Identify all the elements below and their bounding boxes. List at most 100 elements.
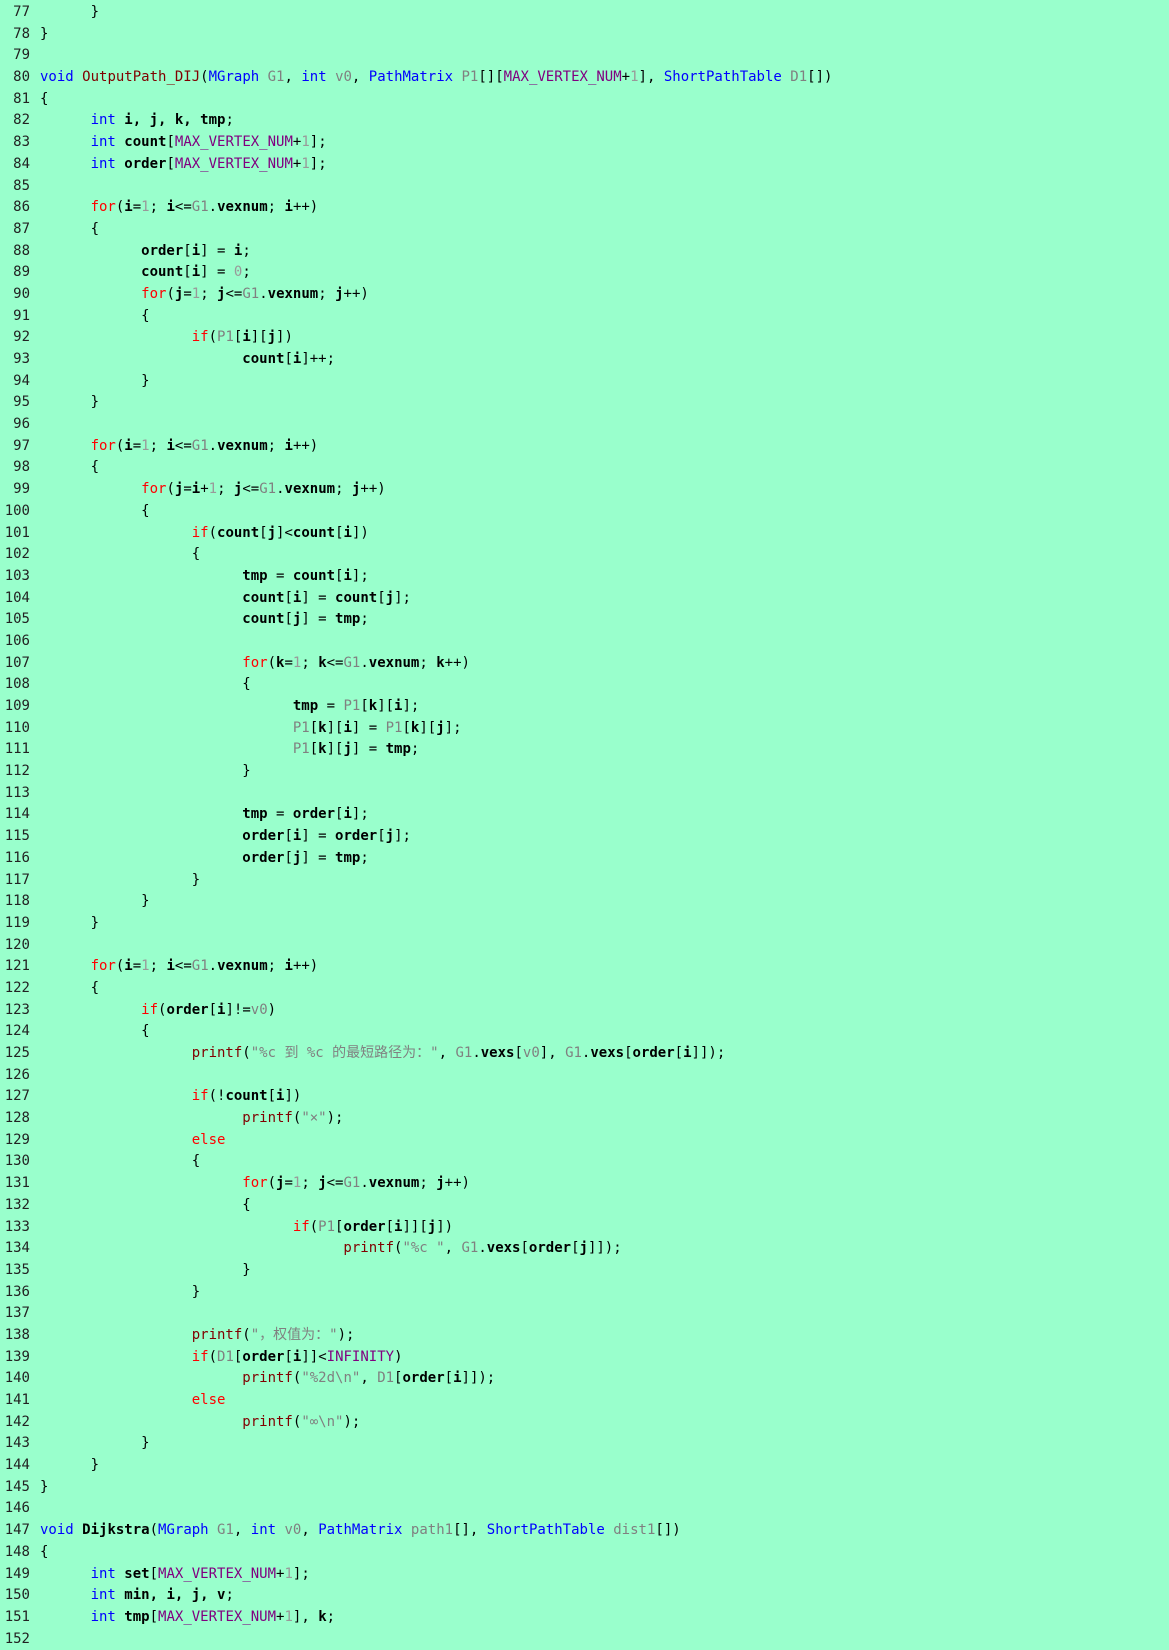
code-text: if(D1[order[i]]<INFINITY) <box>40 1347 403 1369</box>
code-token: ; <box>318 285 336 302</box>
code-token: [ <box>309 741 319 758</box>
code-line: 101 if(count[j]<count[i]) <box>0 523 1169 545</box>
code-token: MGraph <box>158 1522 218 1539</box>
code-token: i <box>343 567 352 584</box>
code-line: 127 if(!count[i]) <box>0 1086 1169 1108</box>
code-token: , <box>233 1522 251 1539</box>
code-token: [ <box>444 1370 454 1387</box>
line-number: 89 <box>13 264 30 281</box>
line-number: 97 <box>13 437 30 454</box>
code-line: 85 <box>0 176 1169 198</box>
code-token: [ <box>208 1001 218 1018</box>
code-line: 123 if(order[i]!=v0) <box>0 1000 1169 1022</box>
code-token: i <box>453 1370 462 1387</box>
code-token: G1 <box>343 1175 361 1192</box>
code-token: . <box>208 958 218 975</box>
line-number: 126 <box>4 1066 30 1083</box>
code-token: printf <box>40 1240 395 1257</box>
code-token: . <box>478 1240 487 1257</box>
code-text: for(i=1; i<=G1.vexnum; i++) <box>40 197 319 219</box>
line-number: 105 <box>4 611 30 628</box>
code-token: } <box>40 893 150 910</box>
code-token: for <box>40 958 116 975</box>
code-token: ; <box>267 199 285 216</box>
code-line: 133 if(P1[order[i]][j]) <box>0 1217 1169 1239</box>
code-token: , <box>360 1370 378 1387</box>
code-token: vexnum <box>284 481 336 498</box>
code-token: [ <box>624 1045 633 1061</box>
code-text: for(j=i+1; j<=G1.vexnum; j++) <box>40 479 386 501</box>
code-token: ( <box>115 958 125 975</box>
code-token: ] = <box>200 242 234 259</box>
code-text: if(count[j]<count[i]) <box>40 523 369 545</box>
code-token: . <box>472 1045 481 1061</box>
line-number: 137 <box>4 1305 30 1322</box>
line-number: 80 <box>13 69 30 86</box>
code-token: order <box>402 1370 445 1387</box>
code-token: 1 <box>301 155 310 172</box>
line-number: 129 <box>4 1131 30 1148</box>
code-text: count[i]++; <box>40 349 335 371</box>
code-line: 117 } <box>0 870 1169 892</box>
code-token: []) <box>807 69 833 86</box>
code-token: ( <box>267 1175 277 1192</box>
code-token: i <box>284 958 293 975</box>
line-number: 109 <box>4 698 30 714</box>
code-token: "%c " <box>402 1240 445 1257</box>
code-text: { <box>40 544 200 566</box>
line-number: 144 <box>4 1457 30 1474</box>
code-token: ( <box>115 199 125 216</box>
code-line: 86 for(i=1; i<=G1.vexnum; i++) <box>0 197 1169 219</box>
code-text: for(j=1; j<=G1.vexnum; j++) <box>40 1173 470 1195</box>
code-line: 94 } <box>0 371 1169 393</box>
code-token: G1 <box>267 69 285 86</box>
code-token: int <box>40 1587 125 1604</box>
code-line: 145} <box>0 1477 1169 1499</box>
code-token: + <box>292 134 302 151</box>
code-token: ] = <box>351 741 386 758</box>
code-token: i <box>124 199 133 216</box>
code-token: count <box>225 1088 268 1105</box>
code-line: 130 { <box>0 1151 1169 1173</box>
code-token: k <box>410 719 420 736</box>
code-token: ]; <box>444 719 462 736</box>
code-token: "%2d\n" <box>301 1370 361 1387</box>
code-text: } <box>40 392 99 414</box>
code-token: ( <box>292 1413 302 1430</box>
code-line: 141 else <box>0 1390 1169 1412</box>
code-token: } <box>40 1435 150 1452</box>
code-token: G1 <box>191 199 209 216</box>
code-text: for(i=1; i<=G1.vexnum; i++) <box>40 956 319 978</box>
code-line: 105 count[j] = tmp; <box>0 609 1169 631</box>
code-text: printf("∞\n"); <box>40 1412 360 1434</box>
code-line: 115 order[i] = order[j]; <box>0 826 1169 848</box>
code-line: 112 } <box>0 761 1169 783</box>
code-token: tmp <box>124 1608 150 1625</box>
code-token: vexnum <box>217 199 268 216</box>
code-token: [ <box>377 828 386 845</box>
code-token: ++) <box>292 199 319 216</box>
line-number: 102 <box>4 546 30 563</box>
code-token: G1 <box>343 654 361 671</box>
code-token: if <box>40 1218 310 1235</box>
code-token: 1 <box>284 1565 293 1582</box>
code-token: { <box>40 979 100 996</box>
code-text: for(k=1; k<=G1.vexnum; k++) <box>40 653 470 675</box>
code-token: ; <box>149 958 167 975</box>
code-token: OutputPath_DIJ <box>82 69 201 86</box>
code-token: . <box>360 1175 369 1192</box>
code-token: PathMatrix <box>368 69 462 86</box>
code-token: [ <box>284 611 293 628</box>
code-token: { <box>40 90 49 107</box>
line-number: 125 <box>4 1045 30 1061</box>
line-number: 120 <box>4 936 30 953</box>
code-token: G1 <box>242 285 260 302</box>
code-text: order[i] = order[j]; <box>40 826 411 848</box>
code-token: order <box>40 849 285 866</box>
code-token: 1 <box>630 69 639 86</box>
code-token: tmp <box>335 849 361 866</box>
code-token: int <box>301 69 336 86</box>
code-token: "，权值为：" <box>250 1326 338 1343</box>
code-token: . <box>259 285 268 302</box>
